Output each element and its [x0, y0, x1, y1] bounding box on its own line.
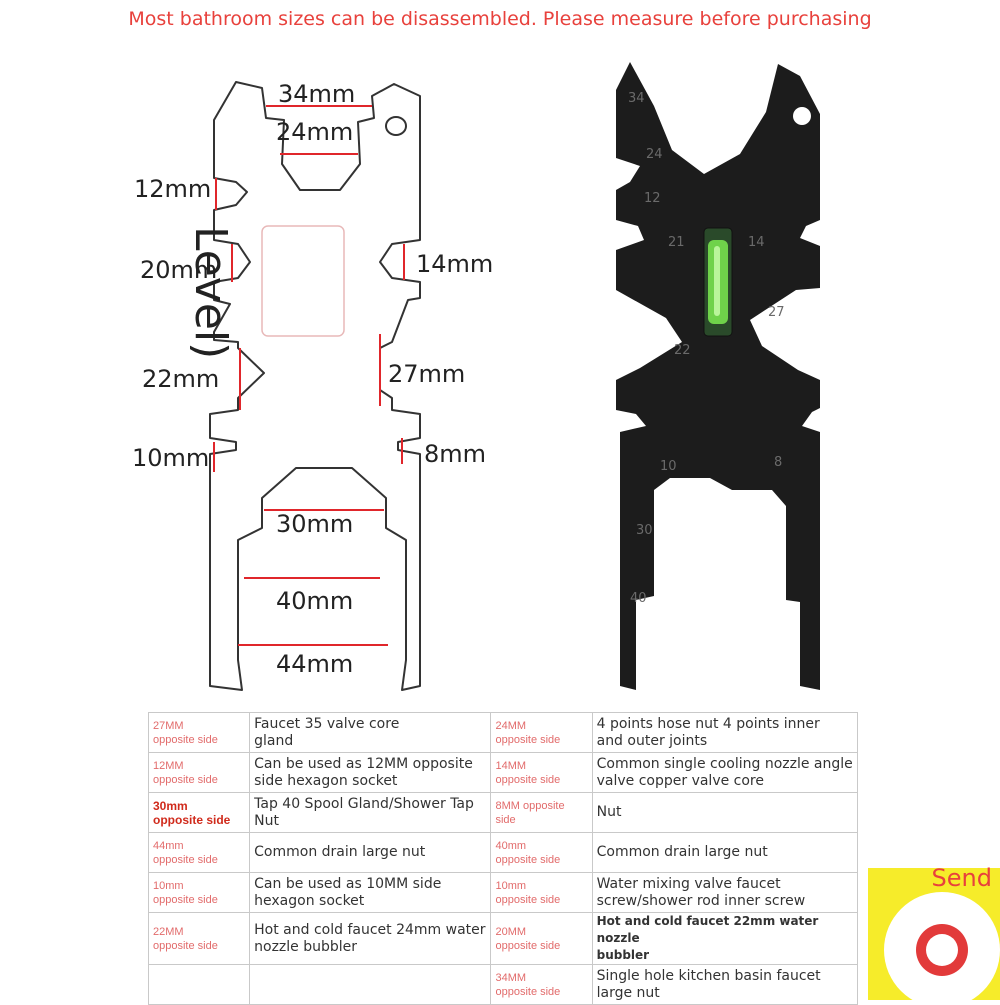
hang-hole — [385, 116, 407, 136]
description-cell: Common single cooling nozzle angle valve… — [591, 752, 859, 793]
description-cell: Common drain large nut — [249, 832, 492, 873]
size-cell: 8MM opposite side — [490, 792, 593, 833]
mark-34: 34 — [628, 91, 645, 106]
mark-40: 40 — [630, 591, 647, 606]
size-cell: 40mm opposite side — [490, 832, 593, 873]
send-label: Send — [931, 864, 992, 892]
wrench-hang-hole — [793, 107, 811, 125]
description-cell: Water mixing valve faucet screw/shower r… — [591, 872, 859, 913]
size-cell: 44mm opposite side — [147, 832, 251, 873]
level-label: Level) — [185, 226, 236, 360]
label-34mm: 34mm — [278, 80, 356, 108]
description-cell: Can be used as 10MM side hexagon socket — [249, 872, 492, 913]
mark-24: 24 — [646, 147, 663, 162]
wrench-size-diagram: 34mm 24mm 12mm 20mm 14mm 22mm 27mm 10mm … — [132, 80, 494, 691]
label-20mm: 20mm — [140, 256, 218, 284]
mark-10: 10 — [660, 459, 677, 474]
description-cell: Nut — [591, 792, 859, 833]
label-10mm: 10mm — [132, 444, 210, 472]
mark-30: 30 — [636, 523, 653, 538]
wrench-outline — [209, 81, 421, 691]
level-vial-outline — [261, 225, 345, 337]
gift-item: Send — [868, 858, 1000, 1005]
description-cell: Single hole kitchen basin faucet large n… — [591, 964, 859, 1005]
size-cell: 24MM opposite side — [490, 712, 593, 753]
label-12mm: 12mm — [134, 175, 212, 203]
purchase-notice: Most bathroom sizes can be disassembled.… — [128, 8, 872, 30]
mark-12: 12 — [644, 191, 661, 206]
size-cell: 12MM opposite side — [147, 752, 251, 793]
mark-27: 27 — [768, 305, 785, 320]
wrench-outline-drawing — [209, 81, 421, 691]
size-cell: 10mm opposite side — [147, 872, 251, 913]
label-30mm: 30mm — [276, 510, 354, 538]
measure-lines — [213, 105, 405, 646]
size-cell: 22MM opposite side — [147, 912, 251, 965]
description-cell: Hot and cold faucet 24mm water nozzle bu… — [249, 912, 492, 965]
size-cell: 20MM opposite side — [490, 912, 593, 965]
label-8mm: 8mm — [424, 440, 487, 468]
wrench-product-image: 34 24 12 21 14 27 22 10 8 30 40 — [616, 62, 820, 690]
description-cell: Hot and cold faucet 22mm water nozzle bu… — [591, 912, 859, 965]
description-cell: Faucet 35 valve core gland — [249, 712, 492, 753]
description-cell — [249, 964, 492, 1005]
mark-22: 22 — [674, 343, 691, 358]
size-cell — [147, 964, 251, 1005]
level-bubble-highlight — [714, 246, 720, 316]
mark-21: 21 — [668, 235, 685, 250]
mark-14: 14 — [748, 235, 765, 250]
description-cell: 4 points hose nut 4 points inner and out… — [591, 712, 859, 753]
label-27mm: 27mm — [388, 360, 466, 388]
size-cell: 34MM opposite side — [490, 964, 593, 1005]
mark-8: 8 — [774, 455, 782, 470]
label-40mm: 40mm — [276, 587, 354, 615]
tape-roll-image — [868, 868, 1000, 1005]
description-cell: Can be used as 12MM opposite side hexago… — [249, 752, 492, 793]
wrench-body — [616, 62, 820, 690]
size-cell: 27MM opposite side — [147, 712, 251, 753]
wrench-engraved-marks: 34 24 12 21 14 27 22 10 8 30 40 — [628, 91, 785, 606]
description-cell: Tap 40 Spool Gland/Shower Tap Nut — [249, 792, 492, 833]
label-22mm: 22mm — [142, 365, 220, 393]
tape-hole — [926, 934, 958, 966]
label-14mm: 14mm — [416, 250, 494, 278]
description-cell: Common drain large nut — [591, 832, 859, 873]
size-cell: 30mm opposite side — [147, 792, 251, 833]
size-cell: 14MM opposite side — [490, 752, 593, 793]
size-cell: 10mm opposite side — [490, 872, 593, 913]
label-24mm: 24mm — [276, 118, 354, 146]
label-44mm: 44mm — [276, 650, 354, 678]
